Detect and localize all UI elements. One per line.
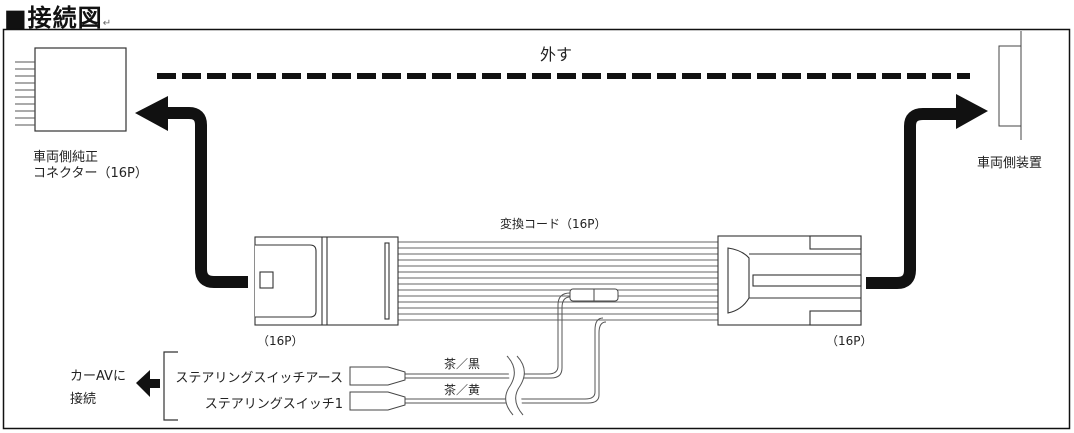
conversion-cord-label: 変換コード（16P） bbox=[500, 216, 607, 231]
car-av-label-1: カーAVに bbox=[70, 369, 126, 384]
car-av-label-2: 接続 bbox=[70, 391, 96, 407]
vehicle-device bbox=[998, 31, 1022, 140]
diagram-frame bbox=[2, 28, 1071, 430]
ground-terminal bbox=[349, 366, 406, 386]
left-arrow-icon bbox=[135, 96, 248, 288]
switch1-terminal bbox=[349, 391, 406, 411]
right-connector-pins-label: （16P） bbox=[826, 334, 873, 348]
wire-ground-color-label: 茶／黒 bbox=[444, 356, 480, 371]
vehicle-connector-label-2: コネクター（16P） bbox=[33, 166, 148, 181]
right-16p-connector bbox=[717, 235, 862, 326]
right-arrow-icon bbox=[866, 94, 988, 289]
return-mark: ↵ bbox=[102, 18, 113, 29]
vehicle-connector bbox=[15, 47, 127, 132]
steering-switch-ground-label: ステアリングスイッチアース bbox=[175, 371, 343, 386]
wire-break-mark bbox=[505, 355, 525, 416]
branch-wires bbox=[405, 292, 607, 404]
remove-label: 外す bbox=[540, 45, 572, 64]
vehicle-device-label: 車両側装置 bbox=[977, 156, 1042, 171]
title-text: ■接続図 bbox=[4, 4, 103, 32]
vehicle-connector-label-1: 車両側純正 bbox=[33, 150, 98, 165]
inline-connector bbox=[569, 288, 619, 302]
bracket bbox=[163, 351, 178, 421]
car-av-arrow-icon bbox=[136, 370, 160, 397]
steering-switch-1-label: ステアリングスイッチ1 bbox=[205, 397, 343, 412]
page-title: ■接続図↵ bbox=[4, 0, 112, 33]
cord-wires bbox=[398, 241, 720, 321]
left-connector-pins-label: （16P） bbox=[257, 334, 304, 348]
terminals bbox=[349, 366, 406, 411]
left-16p-connector bbox=[254, 236, 399, 326]
wire-switch1-color-label: 茶／黄 bbox=[444, 382, 480, 397]
